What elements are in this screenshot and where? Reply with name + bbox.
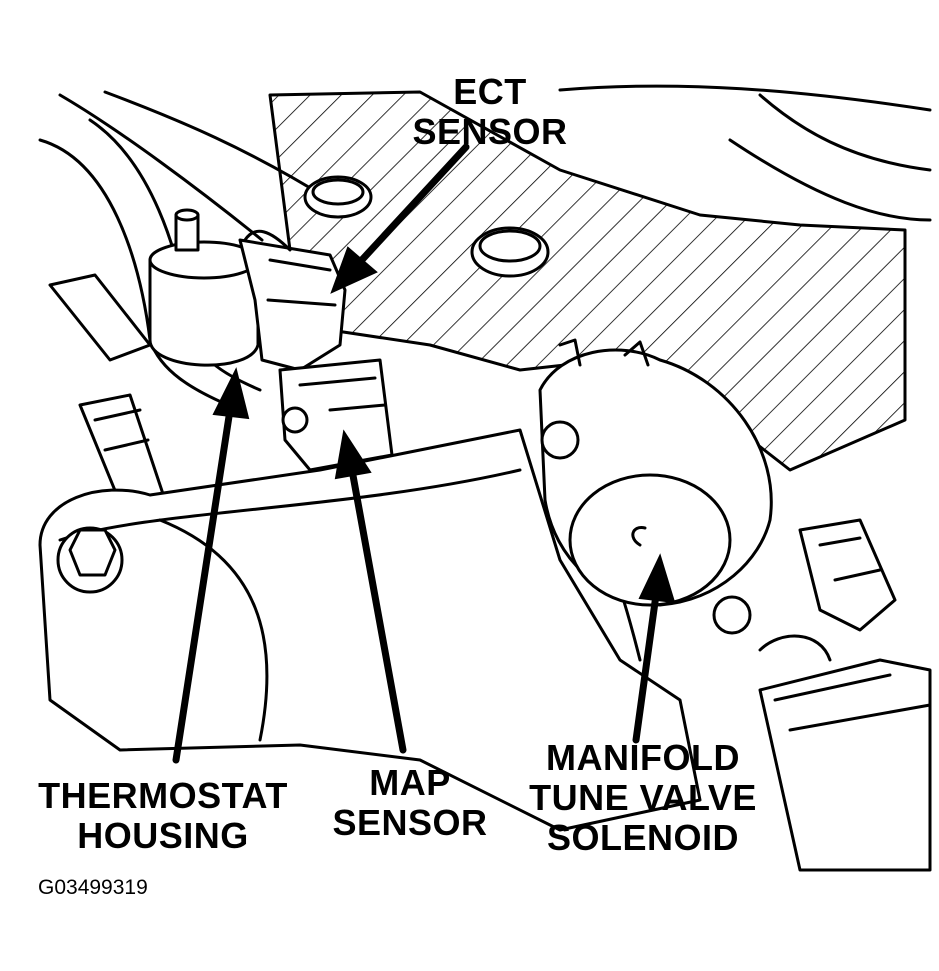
map-sensor-label-line-2: SENSOR (332, 802, 488, 843)
manifold-tune-valve-solenoid-label-line-1: MANIFOLD (546, 737, 740, 778)
thermostat-housing-arrow (172, 406, 234, 764)
ect-sensor-label: ECT SENSOR (410, 72, 570, 152)
map-sensor-label: MAP SENSOR (330, 763, 490, 843)
map-sensor-label-line-1: MAP (369, 762, 451, 803)
ect-sensor-label-line-2: SENSOR (412, 111, 568, 152)
manifold-tune-valve-solenoid-label-line-3: SOLENOID (546, 817, 739, 858)
ect-sensor-label-line-1: ECT (453, 71, 527, 112)
ect-sensor-shape (238, 238, 347, 372)
thermostat-housing-label-line-1: THERMOSTAT (38, 775, 288, 816)
ect-sensor-arrow (356, 143, 470, 266)
thermostat-housing-label: THERMOSTAT HOUSING (28, 776, 298, 856)
manifold-tune-valve-solenoid-label-line-2: TUNE VALVE (529, 777, 757, 818)
thermostat-housing-label-line-2: HOUSING (77, 815, 249, 856)
manifold-tune-valve-solenoid-arrow (632, 591, 660, 744)
map-sensor-arrow (348, 466, 407, 754)
thermostat-housing-shape (148, 258, 260, 367)
manifold-tune-valve-solenoid-label: MANIFOLD TUNE VALVE SOLENOID (518, 738, 768, 858)
figure-id: G03499319 (38, 876, 148, 899)
